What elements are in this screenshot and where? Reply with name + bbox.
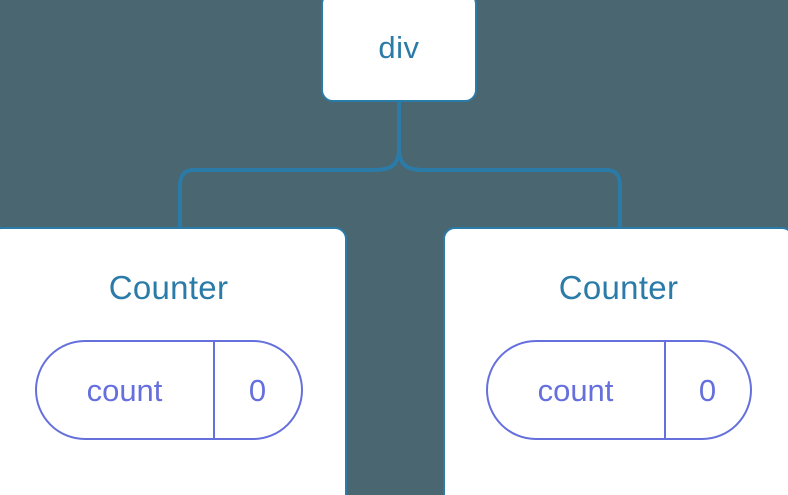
connector-stem-left-branch xyxy=(178,99,401,231)
node-div[interactable]: div xyxy=(321,0,477,102)
node-div-label: div xyxy=(378,29,420,65)
state-pill-right[interactable]: count 0 xyxy=(485,340,752,440)
state-value-right: 0 xyxy=(698,372,717,408)
node-counter-right-label: Counter xyxy=(558,269,679,306)
node-counter-left[interactable]: Counter count 0 xyxy=(0,227,347,495)
node-counter-right[interactable]: Counter count 0 xyxy=(443,227,788,495)
state-value-left: 0 xyxy=(248,372,267,408)
state-key-right: count xyxy=(537,372,614,408)
state-divider-left xyxy=(212,342,215,438)
state-divider-right xyxy=(663,342,666,438)
state-pill-left[interactable]: count 0 xyxy=(34,340,303,440)
state-key-left: count xyxy=(86,372,163,408)
node-counter-left-label: Counter xyxy=(108,269,229,306)
connector-stem-right-branch xyxy=(397,146,622,231)
